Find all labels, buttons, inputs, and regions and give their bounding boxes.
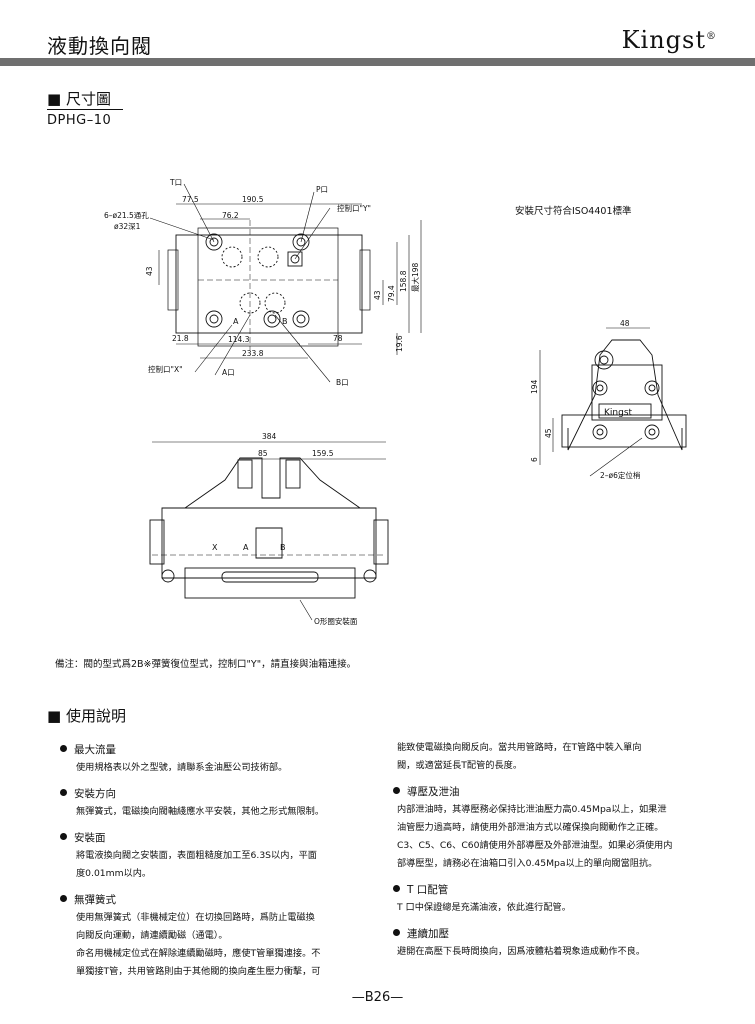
usage-text: 使用規格表以外之型號，請聯系金油壓公司技術部。 [76, 762, 288, 773]
label-a-port: A口 [222, 368, 235, 377]
bullet-icon [60, 895, 67, 902]
page-title: 液動換向閥 [47, 34, 152, 58]
top-view-body [175, 234, 363, 334]
usage-text: T 口中保證總是充滿油液，依此進行配管。 [397, 902, 571, 913]
dim-76-2: 76.2 [222, 211, 239, 220]
letter-b-top: B [282, 317, 288, 326]
usage-text: 部導壓型，請務必在油箱口引入0.45Mpa以上的單向閥當阻抗。 [397, 858, 658, 869]
label-control-x: 控制口"X" [148, 364, 183, 374]
dim-max-198: 最大198 [410, 262, 420, 292]
dimension-drawing: T口 P口 77.5 190.5 6–ø21.5通孔 ø32深1 76.2 控制… [104, 178, 687, 626]
section-title-dimensions: ■ 尺寸圖 [47, 90, 111, 108]
side-view-outline [567, 339, 683, 451]
usage-heading: 無彈簧式 [60, 891, 380, 909]
dim-77-5: 77.5 [182, 195, 199, 204]
label-holes-depth: ø32深1 [114, 222, 141, 231]
dim-43-left: 43 [145, 266, 154, 276]
brand-name: Kingst [621, 26, 706, 54]
usage-text: 内部泄油時，其導壓務必保持比泄油壓力高0.45Mpa以上，如果泄 [397, 804, 667, 815]
usage-heading: 連續加壓 [393, 925, 723, 943]
dim-side-45: 45 [544, 428, 553, 438]
dim-19-6: 19.6 [395, 335, 404, 352]
usage-text: 油管壓力過高時，請使用外部泄油方式以確保換向閥動作之正確。 [397, 822, 664, 833]
iso-note: 安裝尺寸符合ISO4401標準 [515, 205, 632, 217]
letter-x: X [212, 543, 218, 552]
usage-text: 向閥反向運動，請連續勵磁（通電）。 [76, 930, 228, 941]
usage-text: 無彈簧式，電磁換向閥軸綫應水平安裝，其他之形式無限制。 [76, 806, 325, 817]
dim-114-3: 114.3 [228, 335, 250, 344]
bullet-icon [393, 787, 400, 794]
letter-a-front: A [243, 543, 249, 552]
usage-text: 能致使電磁換向閥反向。當共用管路時，在T管路中裝入單向 [397, 742, 642, 753]
section-underline [47, 109, 123, 110]
label-control-y: 控制口"Y" [337, 203, 371, 213]
brand-logo: Kingst® [622, 26, 717, 54]
label-holes: 6–ø21.5通孔 [104, 210, 149, 220]
letter-b-front: B [280, 543, 286, 552]
letter-a-top: A [233, 317, 239, 326]
usage-text: 度0.01mm以内。 [76, 868, 152, 879]
dim-78: 78 [333, 334, 343, 343]
dim-side-194: 194 [530, 379, 539, 394]
side-brand-plate: Kingst [604, 408, 633, 418]
usage-heading: T 口配管 [393, 881, 723, 899]
bullet-icon [393, 929, 400, 936]
usage-column-left: 最大流量 使用規格表以外之型號，請聯系金油壓公司技術部。 安裝方向 無彈簧式，電… [60, 739, 380, 981]
section-title-usage: ■ 使用說明 [47, 707, 126, 725]
front-view-body [161, 507, 377, 579]
usage-text: 使用無彈簧式（非機械定位）在切換回路時，爲防止電磁換 [76, 912, 315, 923]
usage-text: 避開在高壓下長時間換向，因爲液體粘着現象造成動作不良。 [397, 946, 646, 957]
model-number: DPHG–10 [47, 113, 112, 128]
usage-heading: 最大流量 [60, 741, 380, 759]
usage-text: C3、C5、C6、C60請使用外部導壓及外部泄油型。如果必須使用内 [397, 840, 673, 851]
usage-text: 單獨接T管，共用管路則由于其他閥的換向產生壓力衝擊，可 [76, 966, 321, 977]
dim-front-384: 384 [262, 432, 277, 441]
dim-front-159-5: 159.5 [312, 449, 334, 458]
remark-note: 備注：閥的型式爲2B※彈簧復位型式，控制口"Y"，請直接與油箱連接。 [55, 659, 357, 670]
bullet-icon [60, 833, 67, 840]
dim-79-4: 79.4 [387, 285, 396, 302]
usage-text: 閥，或適當延長T配管的長度。 [397, 760, 523, 771]
dim-158-8: 158.8 [399, 270, 408, 292]
usage-column-right: 能致使電磁換向閥反向。當共用管路時，在T管路中裝入單向 閥，或適當延長T配管的長… [393, 739, 723, 961]
dim-43-right: 43 [373, 290, 382, 300]
page-number: —B26— [351, 990, 404, 1005]
label-pins: 2–ø6定位梢 [600, 470, 641, 480]
registered-mark: ® [706, 31, 717, 42]
usage-heading: 安裝面 [60, 829, 380, 847]
usage-text: 將電液換向閥之安裝面，表面粗糙度加工至6.3S以内，平面 [76, 850, 317, 861]
label-b-port: B口 [336, 378, 349, 387]
usage-heading: 導壓及泄油 [393, 783, 723, 801]
label-t-port: T口 [169, 178, 182, 187]
dim-front-85: 85 [258, 449, 268, 458]
bullet-icon [60, 745, 67, 752]
dim-side-48: 48 [620, 319, 630, 328]
usage-text: 命名用機械定位式在解除連續勵磁時，應使T管單獨連接。不 [76, 948, 321, 959]
bullet-icon [60, 789, 67, 796]
dim-233-8: 233.8 [242, 349, 264, 358]
label-oring-surface: O形圈安裝面 [314, 616, 358, 626]
dim-21-8: 21.8 [172, 334, 189, 343]
label-p-port: P口 [316, 185, 328, 194]
usage-heading: 安裝方向 [60, 785, 380, 803]
header-bar [0, 58, 755, 66]
dim-190-5: 190.5 [242, 195, 264, 204]
bullet-icon [393, 885, 400, 892]
dim-side-6: 6 [530, 457, 539, 462]
